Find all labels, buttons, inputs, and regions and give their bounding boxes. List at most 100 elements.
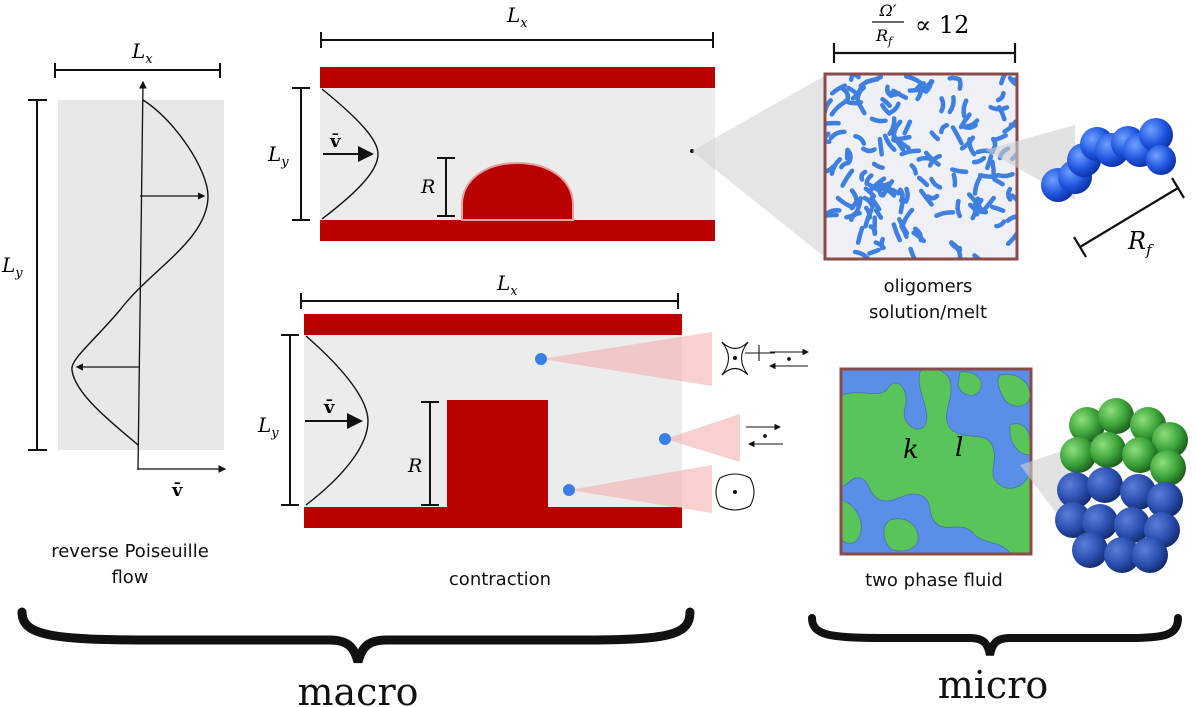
oligomer-chain	[852, 249, 871, 258]
oligomer-chain	[995, 90, 1006, 103]
oligomer-chain	[826, 164, 836, 174]
oligomer-chain	[971, 155, 987, 165]
oligomer-chain	[841, 87, 851, 102]
macro-label: macro	[297, 670, 418, 707]
oligomer-chain	[916, 175, 930, 188]
oligomer-chain	[880, 97, 892, 109]
oligomer-chain	[826, 212, 839, 218]
poiseuille-profile	[71, 99, 209, 446]
blue-particle-cluster	[1055, 467, 1183, 573]
oligomer-chain	[977, 172, 998, 180]
bump-ly-label: Ly	[267, 142, 289, 170]
phase-l-label: l	[955, 433, 963, 463]
poiseuille-v-label: v̄	[171, 480, 183, 501]
bump-top-wall	[320, 67, 715, 88]
oligomer-chain	[862, 195, 875, 210]
oligomer-chain	[882, 133, 897, 152]
oligomers-panel: Ω′ Rf ∝ 12 oligomers solution/melt Rf	[823, 1, 1185, 323]
green-particle-cluster	[1060, 398, 1188, 486]
oligomer-chain	[844, 209, 860, 220]
oligomer-chain	[950, 167, 969, 175]
svg-text:∝ 12: ∝ 12	[915, 11, 969, 39]
oligomer-chain	[873, 208, 884, 220]
oligomer-chain	[951, 172, 958, 188]
micro-label: micro	[938, 663, 1049, 707]
oligomer-chain	[992, 177, 1005, 187]
oligomer-chain	[947, 75, 962, 82]
oligomer-chain	[856, 101, 867, 116]
two-phase-panel: k l two phase fluid	[839, 367, 1188, 591]
oligomer-chain	[929, 130, 941, 142]
shear-glyph	[746, 423, 783, 448]
oligomer-chain	[828, 129, 847, 141]
phase-k-label: k	[903, 435, 919, 465]
oligomer-chain	[829, 100, 847, 117]
oligomer-chain	[897, 217, 910, 236]
oligomer-chain	[867, 247, 881, 256]
oligomer-chain	[853, 133, 867, 146]
oligomer-caption-2: solution/melt	[869, 302, 987, 323]
oligomer-chain	[835, 195, 856, 210]
oligomer-chain	[1006, 186, 1013, 202]
poiseuille-panel: Lx Ly v̄ reverse Poiseuille flow	[1, 39, 227, 588]
poiseuille-lx-label: Lx	[131, 39, 153, 67]
oligomer-chain	[950, 125, 964, 146]
oligomer-chain	[903, 75, 923, 85]
poiseuille-caption: reverse Poiseuille	[51, 541, 209, 562]
oligomer-chain	[916, 84, 931, 91]
oligomer-chain	[880, 102, 892, 116]
oligomer-caption: oligomers	[884, 276, 973, 297]
bump-bottom-wall	[320, 220, 715, 241]
oligomer-chain	[884, 84, 894, 99]
oligomer-chain	[891, 222, 903, 243]
contraction-r-label: R	[407, 455, 422, 477]
oligomer-chain	[999, 75, 1008, 86]
oligomer-chain	[934, 210, 956, 219]
oligomer-chain	[889, 101, 901, 115]
oligomer-chain	[829, 83, 848, 96]
oligomer-chain	[864, 75, 884, 84]
contraction-velocity-profile	[305, 335, 369, 506]
oligomer-chain	[880, 179, 895, 198]
oligomer-chain	[891, 88, 909, 100]
oligomer-chain	[855, 225, 865, 245]
oligomer-chain	[925, 193, 940, 201]
contraction-panel: Lx Ly R v̄ contraction	[257, 271, 810, 590]
probe-point-1	[535, 353, 547, 365]
oligomer-chain	[911, 230, 927, 244]
oligomer-chain	[1005, 214, 1016, 224]
oligomer-chain	[861, 146, 877, 154]
oligomer-chain	[939, 96, 946, 114]
bump-velocity-profile	[321, 88, 379, 220]
rotation-glyph	[715, 473, 755, 511]
oligomer-chain	[903, 186, 910, 204]
contraction-caption: contraction	[449, 569, 551, 590]
oligomer-chain	[960, 123, 978, 130]
oligomer-chain	[852, 75, 861, 80]
oligomer-chain	[985, 154, 994, 171]
oligomer-chain	[1009, 193, 1016, 203]
oligomer-zoom-cone	[692, 75, 826, 258]
oligomer-chain	[1005, 230, 1016, 247]
oligomer-chain	[855, 85, 867, 104]
oligomer-chain	[929, 176, 943, 190]
oligomer-chain	[908, 246, 917, 258]
oligomer-chain	[994, 219, 1007, 229]
oligomer-chain	[869, 116, 888, 124]
oligomer-chain	[826, 98, 833, 114]
oligomer-chain	[939, 122, 950, 135]
oligomer-chain	[959, 135, 976, 151]
oligomer-ratio-label: Ω′ Rf ∝ 12	[872, 1, 969, 48]
svg-text:Rf: Rf	[875, 26, 894, 48]
oligomer-chain	[918, 188, 934, 207]
oligomer-chain	[966, 192, 979, 205]
green-phase	[842, 370, 1030, 553]
contraction-lx-label: Lx	[496, 271, 518, 299]
bump-v-label: v̄	[329, 131, 341, 152]
svg-text:Ω′: Ω′	[879, 1, 897, 20]
two-phase-caption: two phase fluid	[865, 570, 1003, 591]
oligomer-chain	[989, 204, 1006, 213]
oligomer-chain	[887, 116, 897, 136]
bump-lx-label: Lx	[506, 3, 528, 31]
macro-brace	[17, 607, 695, 664]
